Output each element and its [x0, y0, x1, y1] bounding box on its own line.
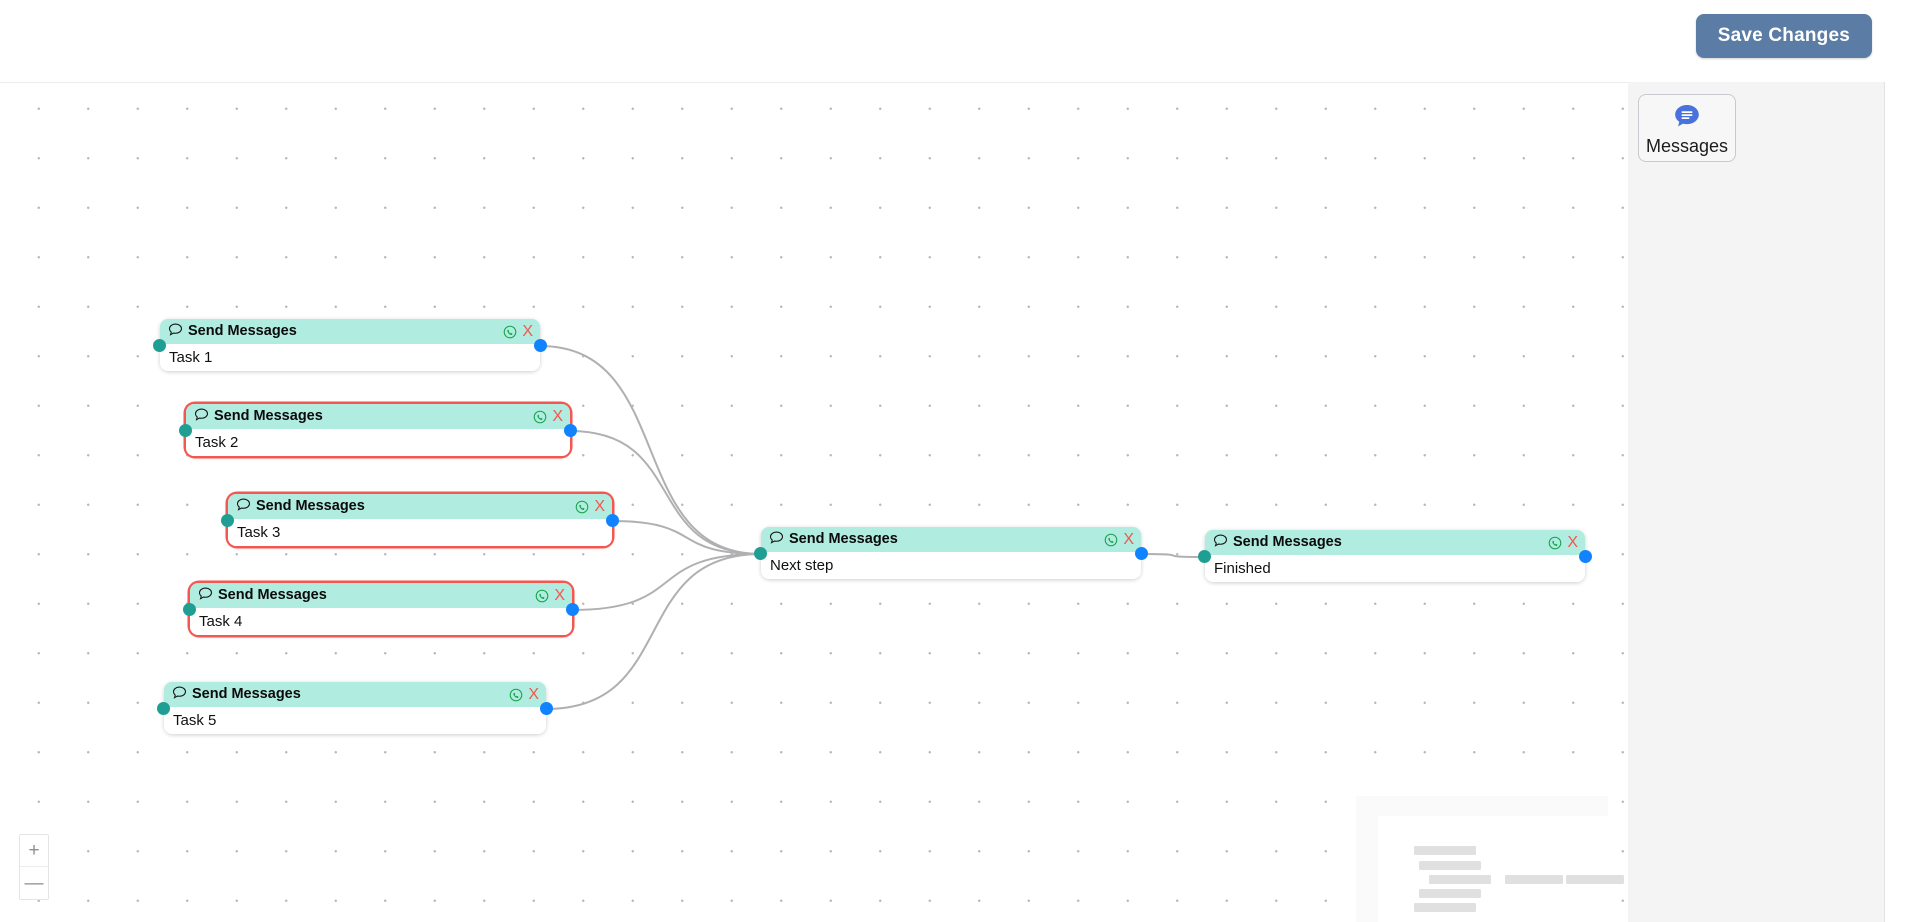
node-body-label: Task 3 — [237, 524, 281, 541]
flow-node[interactable]: Send Messages X Task 4 — [183, 583, 579, 635]
minimap-node — [1414, 846, 1476, 855]
close-icon[interactable]: X — [594, 497, 605, 515]
node-header[interactable]: Send Messages X — [164, 682, 546, 707]
whatsapp-icon[interactable] — [1104, 533, 1118, 547]
minimap-node — [1566, 875, 1624, 884]
close-icon[interactable]: X — [522, 322, 533, 340]
flow-node[interactable]: Send Messages X Task 1 — [153, 319, 547, 371]
source-handle[interactable] — [1579, 550, 1592, 563]
close-icon[interactable]: X — [554, 586, 565, 604]
flow-edge[interactable] — [611, 520, 762, 555]
chat-bubble-icon — [198, 586, 213, 606]
zoom-in-button[interactable]: + — [20, 835, 48, 867]
minimap-node — [1414, 903, 1476, 912]
node-body-label: Next step — [770, 557, 834, 574]
flow-edge[interactable] — [569, 430, 762, 555]
node-body[interactable]: Task 2 — [186, 429, 570, 456]
whatsapp-icon[interactable] — [1548, 536, 1562, 550]
node-body-label: Finished — [1214, 560, 1271, 577]
target-handle[interactable] — [754, 547, 767, 560]
flow-node[interactable]: Send Messages X Task 5 — [157, 682, 553, 734]
chat-bubble-icon — [168, 322, 183, 342]
whatsapp-icon[interactable] — [575, 500, 589, 514]
whatsapp-icon[interactable] — [509, 688, 523, 702]
palette-item-label: Messages — [1645, 136, 1729, 156]
flow-node[interactable]: Send Messages X Task 3 — [221, 494, 619, 546]
source-handle[interactable] — [564, 424, 577, 437]
whatsapp-icon[interactable] — [535, 589, 549, 603]
source-handle[interactable] — [606, 514, 619, 527]
zoom-out-button[interactable]: — — [20, 867, 48, 899]
node-palette-sidebar: Messages — [1628, 82, 1884, 922]
node-body-label: Task 4 — [199, 613, 243, 630]
target-handle[interactable] — [157, 702, 170, 715]
target-handle[interactable] — [1198, 550, 1211, 563]
source-handle[interactable] — [566, 603, 579, 616]
node-header-title: Send Messages — [256, 498, 365, 515]
node-header[interactable]: Send Messages X — [228, 494, 612, 519]
save-changes-button[interactable]: Save Changes — [1695, 14, 1872, 58]
target-handle[interactable] — [179, 424, 192, 437]
chat-bubble-icon — [236, 497, 251, 517]
top-bar: Save Changes — [0, 0, 1920, 82]
node-body-label: Task 1 — [169, 349, 213, 366]
close-icon[interactable]: X — [552, 407, 563, 425]
node-header[interactable]: Send Messages X — [1205, 530, 1585, 555]
target-handle[interactable] — [183, 603, 196, 616]
node-header-title: Send Messages — [789, 531, 898, 548]
node-header[interactable]: Send Messages X — [186, 404, 570, 429]
node-body[interactable]: Task 4 — [190, 608, 572, 635]
node-header-title: Send Messages — [192, 686, 301, 703]
minimap-node — [1419, 889, 1481, 898]
chat-bubble-icon — [172, 685, 187, 705]
close-icon[interactable]: X — [528, 685, 539, 703]
close-icon[interactable]: X — [1567, 533, 1578, 551]
whatsapp-icon[interactable] — [503, 325, 517, 339]
node-body[interactable]: Finished — [1205, 555, 1585, 582]
right-rail — [1884, 0, 1920, 922]
close-icon[interactable]: X — [1123, 530, 1134, 548]
flow-edge[interactable] — [571, 553, 762, 611]
node-header-title: Send Messages — [188, 323, 297, 340]
source-handle[interactable] — [534, 339, 547, 352]
node-body[interactable]: Task 3 — [228, 519, 612, 546]
node-header-title: Send Messages — [218, 587, 327, 604]
node-body[interactable]: Task 1 — [160, 344, 540, 371]
node-body-label: Task 5 — [173, 712, 217, 729]
node-body[interactable]: Next step — [761, 552, 1141, 579]
edge-layer — [539, 345, 1206, 710]
flow-edge[interactable] — [539, 345, 762, 555]
flow-node[interactable]: Send Messages X Task 2 — [179, 404, 577, 456]
chat-bubble-icon — [769, 530, 784, 550]
node-body-label: Task 2 — [195, 434, 239, 451]
node-header[interactable]: Send Messages X — [190, 583, 572, 608]
node-header[interactable]: Send Messages X — [761, 527, 1141, 552]
minimap-viewport[interactable] — [1378, 816, 1624, 922]
zoom-controls: + — — [19, 834, 49, 900]
flow-edge[interactable] — [545, 553, 762, 710]
target-handle[interactable] — [221, 514, 234, 527]
minimap-node — [1505, 875, 1563, 884]
source-handle[interactable] — [540, 702, 553, 715]
node-header-title: Send Messages — [1233, 534, 1342, 551]
minimap[interactable] — [1356, 796, 1624, 922]
whatsapp-icon[interactable] — [533, 410, 547, 424]
flow-node[interactable]: Send Messages X Finished — [1198, 530, 1592, 582]
node-header-title: Send Messages — [214, 408, 323, 425]
target-handle[interactable] — [153, 339, 166, 352]
palette-item-messages[interactable]: Messages — [1638, 94, 1736, 162]
node-header[interactable]: Send Messages X — [160, 319, 540, 344]
node-body[interactable]: Task 5 — [164, 707, 546, 734]
source-handle[interactable] — [1135, 547, 1148, 560]
flow-edge[interactable] — [1140, 553, 1206, 558]
flow-node[interactable]: Send Messages X Next step — [754, 527, 1148, 579]
minimap-node — [1419, 861, 1481, 870]
chat-bubble-icon — [1672, 101, 1702, 136]
minimap-node — [1429, 875, 1491, 884]
chat-bubble-icon — [1213, 533, 1228, 553]
chat-bubble-icon — [194, 407, 209, 427]
